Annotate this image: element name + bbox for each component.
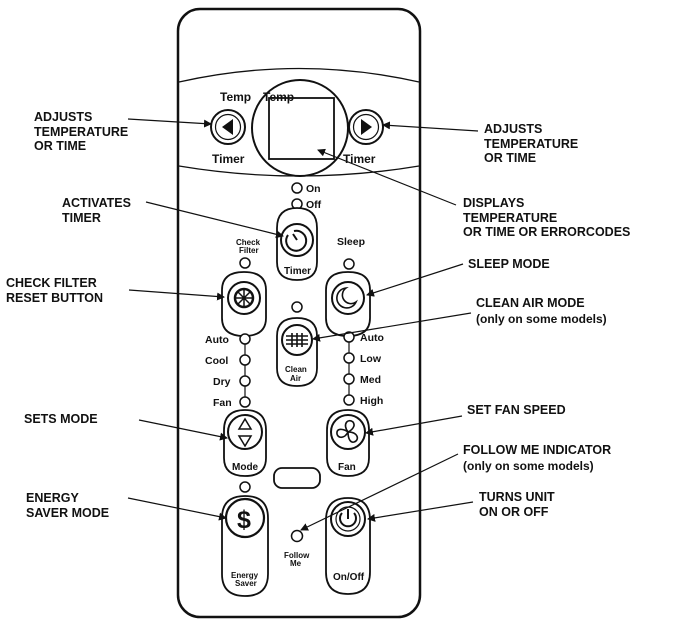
timer-button-label: Timer xyxy=(284,266,311,277)
check-filter-button[interactable] xyxy=(221,271,267,337)
onoff-button-label: On/Off xyxy=(333,572,365,583)
right-arrow-button[interactable] xyxy=(348,109,384,145)
left-arrow-button[interactable] xyxy=(210,109,246,145)
clean-air-label-1: Clean xyxy=(285,365,307,374)
follow-me-window xyxy=(273,467,321,489)
clean-air-button[interactable] xyxy=(276,317,318,387)
callout-turns-unit: TURNS UNIT ON OR OFF xyxy=(479,490,555,519)
timer-icon xyxy=(285,229,308,252)
callout-energy-saver: ENERGY SAVER MODE xyxy=(26,491,110,520)
leader-adjust-left xyxy=(127,118,212,128)
callout-set-fan-speed: SET FAN SPEED xyxy=(467,403,566,417)
indicator-fan-low xyxy=(343,352,355,364)
clean-air-label-2: Air xyxy=(290,374,301,383)
indicator-clean-air xyxy=(291,301,303,313)
indicator-mode-cool xyxy=(239,354,251,366)
triangle-left-icon xyxy=(222,119,233,135)
fan-auto-label: Auto xyxy=(360,332,384,344)
indicator-check-filter xyxy=(239,257,251,269)
indicator-timer-on xyxy=(291,182,303,194)
fan-speed-button[interactable] xyxy=(326,409,370,477)
leader-check-filter xyxy=(128,289,225,301)
indicator-follow-me xyxy=(290,529,304,543)
indicator-mode-auto xyxy=(239,333,251,345)
display-screen xyxy=(268,97,335,160)
leader-timer xyxy=(145,201,284,239)
callout-leader-lines xyxy=(127,118,479,531)
callout-adjust-right: ADJUSTS TEMPERATURE OR TIME xyxy=(484,122,579,165)
clean-air-icon xyxy=(286,333,308,347)
callout-activates-timer: ACTIVATES TIMER xyxy=(62,196,131,225)
check-filter-label-1: Check xyxy=(236,238,261,247)
temp-label-left: Temp xyxy=(220,90,251,104)
energy-saver-label-2: Saver xyxy=(235,579,257,588)
leader-mode xyxy=(138,419,228,441)
leader-displays xyxy=(317,148,457,206)
callout-clean-air-note: (only on some models) xyxy=(476,312,607,326)
callout-displays: DISPLAYS TEMPERATURE OR TIME OR ERRORCOD… xyxy=(463,196,631,239)
triangle-right-icon xyxy=(361,119,372,135)
sleep-button[interactable] xyxy=(325,271,371,337)
leader-sleep xyxy=(366,263,464,297)
triangle-up-icon xyxy=(237,417,253,430)
indicator-label-off: Off xyxy=(306,199,322,211)
follow-me-label-2: Me xyxy=(290,559,302,568)
leader-follow-me xyxy=(300,453,459,531)
indicator-label-on: On xyxy=(306,183,321,195)
callout-clean-air-mode: CLEAN AIR MODE xyxy=(476,296,585,310)
triangle-down-icon xyxy=(237,435,253,448)
indicator-sleep xyxy=(343,258,355,270)
leader-adjust-right xyxy=(382,121,479,132)
timer-label-right: Timer xyxy=(343,152,376,166)
mode-fan-label: Fan xyxy=(213,397,232,409)
energy-saver-label-1: Energy xyxy=(231,571,259,580)
mode-button-label: Mode xyxy=(232,462,259,473)
indicator-energy-saver xyxy=(239,481,251,493)
leader-onoff xyxy=(367,501,474,522)
callout-follow-me: FOLLOW ME INDICATOR xyxy=(463,443,612,457)
mode-auto-label: Auto xyxy=(205,334,229,346)
follow-me-label-1: Follow xyxy=(284,551,310,560)
callout-sets-mode: SETS MODE xyxy=(24,412,98,426)
mode-cool-label: Cool xyxy=(205,355,228,367)
temp-label-right: Temp xyxy=(263,90,294,104)
indicator-fan-high xyxy=(343,394,355,406)
callout-check-filter: CHECK FILTER RESET BUTTON xyxy=(6,276,103,305)
dollar-icon: $ xyxy=(237,506,251,534)
indicator-fan-auto xyxy=(343,331,355,343)
check-filter-label-2: Filter xyxy=(239,246,259,255)
mode-dry-label: Dry xyxy=(213,376,231,388)
power-icon xyxy=(339,512,357,528)
timer-button[interactable] xyxy=(276,207,318,281)
fan-icon xyxy=(336,419,359,443)
moon-icon xyxy=(336,286,358,309)
indicator-mode-dry xyxy=(239,375,251,387)
callout-follow-me-note: (only on some models) xyxy=(463,459,594,473)
callout-sleep-mode: SLEEP MODE xyxy=(468,257,550,271)
fan-indicator-list: Auto Low Med High xyxy=(343,331,384,407)
mode-indicator-list: Auto Cool Dry Fan xyxy=(205,333,251,409)
leader-fan xyxy=(365,415,463,436)
power-button[interactable] xyxy=(325,497,371,595)
fan-med-label: Med xyxy=(360,374,381,386)
mode-button[interactable] xyxy=(223,409,267,477)
fan-button-label: Fan xyxy=(338,462,356,473)
sleep-label: Sleep xyxy=(337,236,365,248)
fan-high-label: High xyxy=(360,395,383,407)
fan-low-label: Low xyxy=(360,353,382,365)
leader-clean-air xyxy=(312,312,472,342)
indicator-mode-fan xyxy=(239,396,251,408)
leader-energy xyxy=(127,497,227,521)
energy-saver-button[interactable]: $ xyxy=(221,495,269,597)
timer-label-left: Timer xyxy=(212,152,245,166)
display-panel-top-arc xyxy=(178,67,420,83)
indicator-fan-med xyxy=(343,373,355,385)
callout-adjust-left: ADJUSTS TEMPERATURE OR TIME xyxy=(34,110,129,153)
